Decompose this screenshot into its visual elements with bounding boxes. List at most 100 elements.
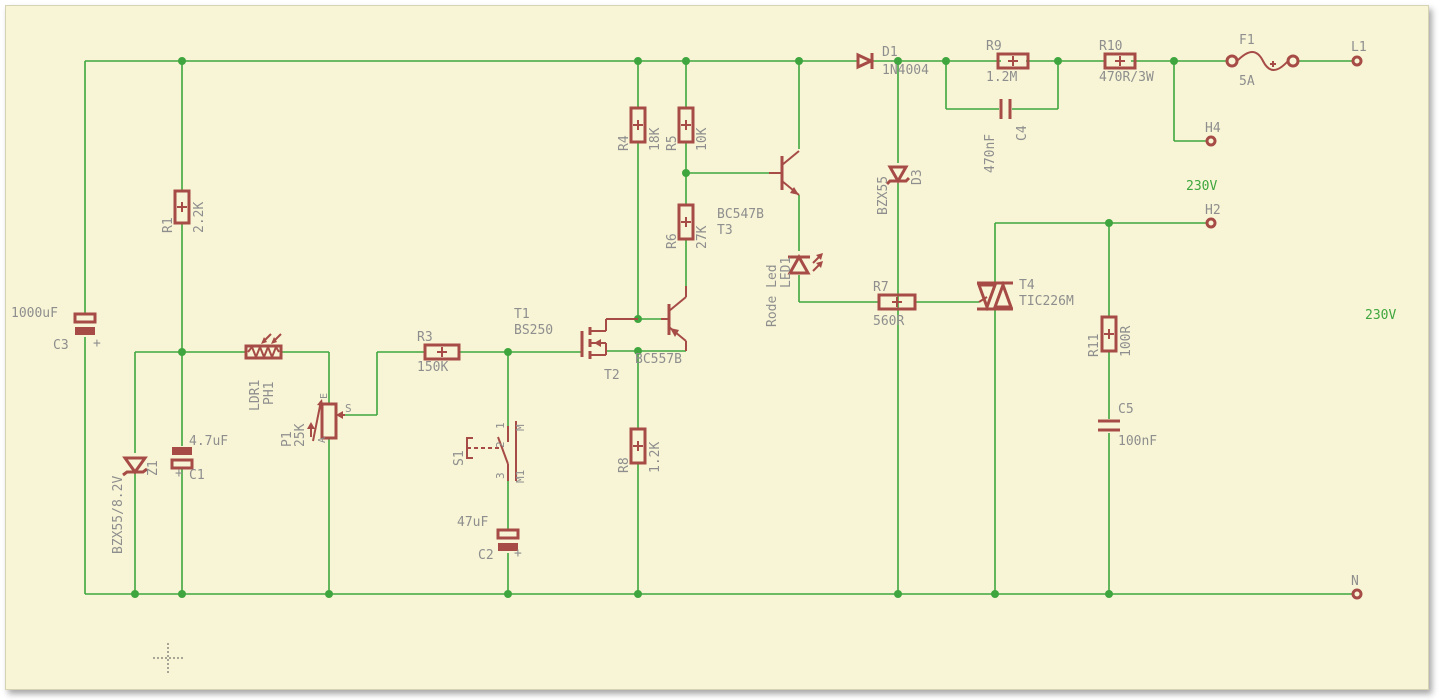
r9-name: R9 (986, 39, 1002, 54)
d1-name: D1 (882, 45, 898, 60)
r11-value: 100R (1119, 326, 1134, 357)
d3-name: D3 (910, 169, 925, 185)
switch-s1[interactable]: S1 1 2 3 M M1 (452, 421, 527, 483)
f1-value: 5A (1239, 74, 1255, 89)
resistor-r6[interactable]: R6 27K (665, 203, 710, 249)
schematic-sheet: 1000uF C3 + R1 2.2K BZX55/8.2V Z1 4.7uF … (5, 5, 1429, 690)
p1-name: P1 (280, 431, 295, 447)
net-label-230v-right: 230V (1365, 308, 1396, 323)
t3-name: T3 (717, 223, 733, 238)
ldr1-value: PH1 (262, 382, 277, 405)
resistor-r3[interactable]: R3 150K (417, 330, 461, 375)
capacitor-c3[interactable]: 1000uF C3 + (11, 306, 101, 353)
c3-plus: + (93, 336, 101, 351)
r8-value: 1.2K (648, 442, 663, 473)
t1-value: BS250 (514, 323, 553, 338)
junctions (131, 57, 1178, 598)
r10-name: R10 (1099, 39, 1122, 54)
resistor-r8[interactable]: R8 1.2K (617, 427, 663, 473)
terminal-h2-label: H2 (1205, 203, 1221, 218)
terminal-h2[interactable]: H2 (1205, 203, 1221, 229)
r1-name: R1 (161, 217, 176, 233)
p1-pin-s: S (345, 402, 352, 415)
capacitor-c5[interactable]: C5 100nF (1098, 402, 1157, 449)
transistor-t2[interactable]: BC557B T2 (604, 286, 687, 383)
mosfet-t1[interactable]: T1 BS250 (514, 307, 638, 359)
capacitor-c2[interactable]: 47uF C2 + (457, 515, 522, 563)
c2-name: C2 (478, 548, 494, 563)
capacitor-c4[interactable]: 470nF C4 (983, 99, 1030, 173)
c4-name: C4 (1015, 125, 1030, 141)
t4-name: T4 (1019, 278, 1035, 293)
c1-name: C1 (189, 468, 205, 483)
terminal-n-label: N (1351, 574, 1359, 589)
r3-name: R3 (417, 330, 433, 345)
s1-pin-m: M (514, 424, 527, 431)
resistor-r9[interactable]: R9 1.2M (986, 39, 1030, 85)
terminal-h4[interactable]: H4 (1205, 121, 1221, 147)
r6-value: 27K (695, 225, 710, 249)
triac-t4[interactable]: T4 TIC226M (976, 278, 1074, 312)
f1-name: F1 (1239, 33, 1255, 48)
ldr-ldr1[interactable]: LDR1 PH1 (244, 333, 283, 411)
z1-name: Z1 (146, 460, 161, 476)
capacitor-c1[interactable]: 4.7uF C1 + (170, 434, 228, 483)
s1-pin-2: 2 (494, 441, 507, 448)
r8-name: R8 (617, 457, 632, 473)
s1-pin-3: 3 (494, 472, 507, 479)
crosshair-cursor-icon (153, 643, 183, 673)
diode-d1[interactable]: D1 1N4004 (856, 45, 929, 78)
led1-name: LED1 (779, 257, 794, 288)
resistor-r11[interactable]: R11 100R (1087, 315, 1134, 357)
r4-name: R4 (617, 135, 632, 151)
r10-value: 470R/3W (1099, 70, 1154, 85)
resistor-r7[interactable]: R7 560R (873, 280, 917, 329)
terminal-h4-label: H4 (1205, 121, 1221, 136)
c3-name: C3 (53, 338, 69, 353)
resistor-r1[interactable]: R1 2.2K (161, 189, 207, 233)
t2-name: T2 (604, 368, 620, 383)
r7-value: 560R (873, 314, 904, 329)
c1-plus: + (175, 466, 183, 481)
led-led1[interactable]: Rode Led LED1 (765, 253, 823, 327)
r6-name: R6 (665, 233, 680, 249)
t2-value: BC557B (635, 352, 682, 367)
s1-name: S1 (452, 450, 467, 466)
potentiometer-p1[interactable]: P1 25K S A E (280, 393, 352, 447)
transistor-t3[interactable]: BC547B T3 (717, 150, 800, 238)
r3-value: 150K (417, 360, 448, 375)
p1-pin-e: E (319, 393, 330, 399)
schematic-canvas: 1000uF C3 + R1 2.2K BZX55/8.2V Z1 4.7uF … (11, 33, 1396, 673)
c4-value: 470nF (983, 134, 998, 173)
zener-d3[interactable]: BZX55 D3 (876, 165, 925, 215)
c2-value: 47uF (457, 515, 488, 530)
s1-pin-1: 1 (494, 422, 507, 429)
r5-value: 10K (695, 127, 710, 151)
terminal-l1-label: L1 (1351, 40, 1367, 55)
z1-value: BZX55/8.2V (111, 476, 126, 554)
c5-value: 100nF (1118, 434, 1157, 449)
fuse-f1[interactable]: F1 5A (1225, 33, 1300, 89)
c2-plus: + (514, 546, 522, 561)
resistor-r10[interactable]: R10 470R/3W (1099, 39, 1154, 85)
net-label-230v-top: 230V (1186, 179, 1217, 194)
p1-value: 25K (293, 423, 308, 447)
r9-value: 1.2M (986, 70, 1017, 85)
r1-value: 2.2K (192, 202, 207, 233)
t3-value: BC547B (717, 207, 764, 222)
zener-z1[interactable]: BZX55/8.2V Z1 (111, 456, 161, 554)
c3-value: 1000uF (11, 306, 58, 321)
resistor-r4[interactable]: R4 18K (617, 106, 663, 151)
resistor-r5[interactable]: R5 10K (665, 106, 710, 151)
p1-pin-a: A (317, 437, 328, 443)
r5-name: R5 (665, 135, 680, 151)
s1-pin-m1: M1 (514, 470, 527, 483)
t1-name: T1 (514, 307, 530, 322)
terminal-l1[interactable]: L1 (1351, 40, 1367, 67)
c1-value: 4.7uF (189, 434, 228, 449)
r4-value: 18K (648, 127, 663, 151)
t4-value: TIC226M (1019, 294, 1074, 309)
d1-value: 1N4004 (882, 63, 929, 78)
terminal-n[interactable]: N (1351, 574, 1363, 600)
r7-name: R7 (873, 280, 889, 295)
